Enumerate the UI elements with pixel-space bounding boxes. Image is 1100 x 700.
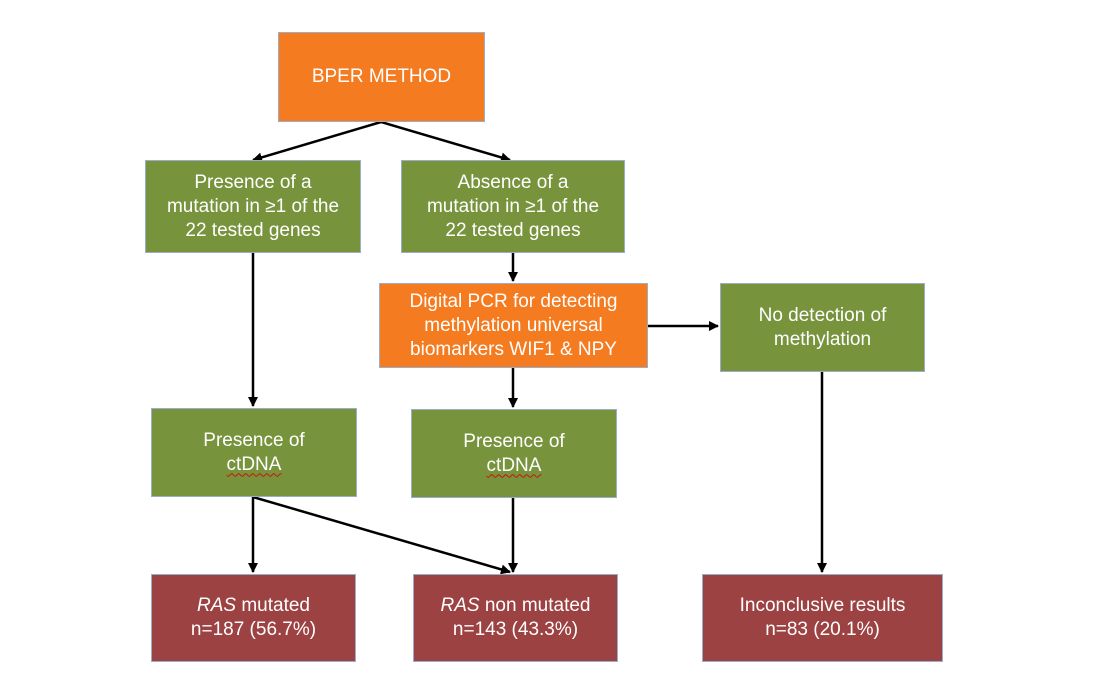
bper-method-label: BPER METHOD [311,66,452,87]
inconclusive-count: n=83 (20.1%) [765,619,880,640]
no-methylation-line-1: No detection of [758,304,887,326]
ctdna-left-node: Presence of ctDNA [151,408,357,497]
digital-pcr-line-2: methylation universal [424,314,603,336]
absence-mutation-line-2: mutation in ≥1 of the [426,195,600,217]
ras-non-mutated-status: non mutated [479,595,591,616]
ras-mutated-gene: RAS [196,595,237,616]
ras-non-mutated-label: RAS non mutated [441,594,591,618]
ras-mutated-label: RAS mutated [197,594,310,618]
ras-non-mutated-gene: RAS [440,595,480,616]
digital-pcr-line-1: Digital PCR for detecting [409,290,618,312]
arrow-ctdna-left-to-ras-non-mutated [252,495,511,575]
ras-mutated-node: RAS mutated n=187 (56.7%) [151,574,356,662]
arrow-root-to-absence [380,120,511,163]
ras-mutated-count: n=187 (56.7%) [190,619,317,640]
absence-mutation-line-1: Absence of a [457,171,569,193]
presence-of-mutation-node: Presence of a mutation in ≥1 of the 22 t… [145,160,361,253]
ctdna-left-line-2: ctDNA [226,453,282,475]
presence-mutation-line-2: mutation in ≥1 of the [166,195,340,217]
no-methylation-node: No detection of methylation [720,283,925,372]
digital-pcr-node: Digital PCR for detecting methylation un… [379,283,648,368]
inconclusive-results-node: Inconclusive results n=83 (20.1%) [702,574,943,662]
absence-of-mutation-node: Absence of a mutation in ≥1 of the 22 te… [401,160,625,253]
presence-mutation-line-3: 22 tested genes [185,219,321,241]
no-methylation-line-2: methylation [773,328,872,350]
ras-non-mutated-node: RAS non mutated n=143 (43.3%) [413,574,618,662]
digital-pcr-line-3: biomarkers WIF1 & NPY [410,338,617,360]
ras-non-mutated-count: n=143 (43.3%) [452,619,579,640]
ctdna-left-line-1: Presence of [203,429,305,451]
ctdna-right-line-2: ctDNA [486,454,542,476]
ctdna-right-node: Presence of ctDNA [411,409,617,498]
inconclusive-label: Inconclusive results [739,595,906,616]
ras-mutated-status: mutated [236,595,310,616]
bper-method-node: BPER METHOD [278,32,485,122]
ctdna-right-line-1: Presence of [463,430,565,452]
arrow-root-to-presence [252,120,382,163]
presence-mutation-line-1: Presence of a [194,171,312,193]
absence-mutation-line-3: 22 tested genes [445,219,581,241]
